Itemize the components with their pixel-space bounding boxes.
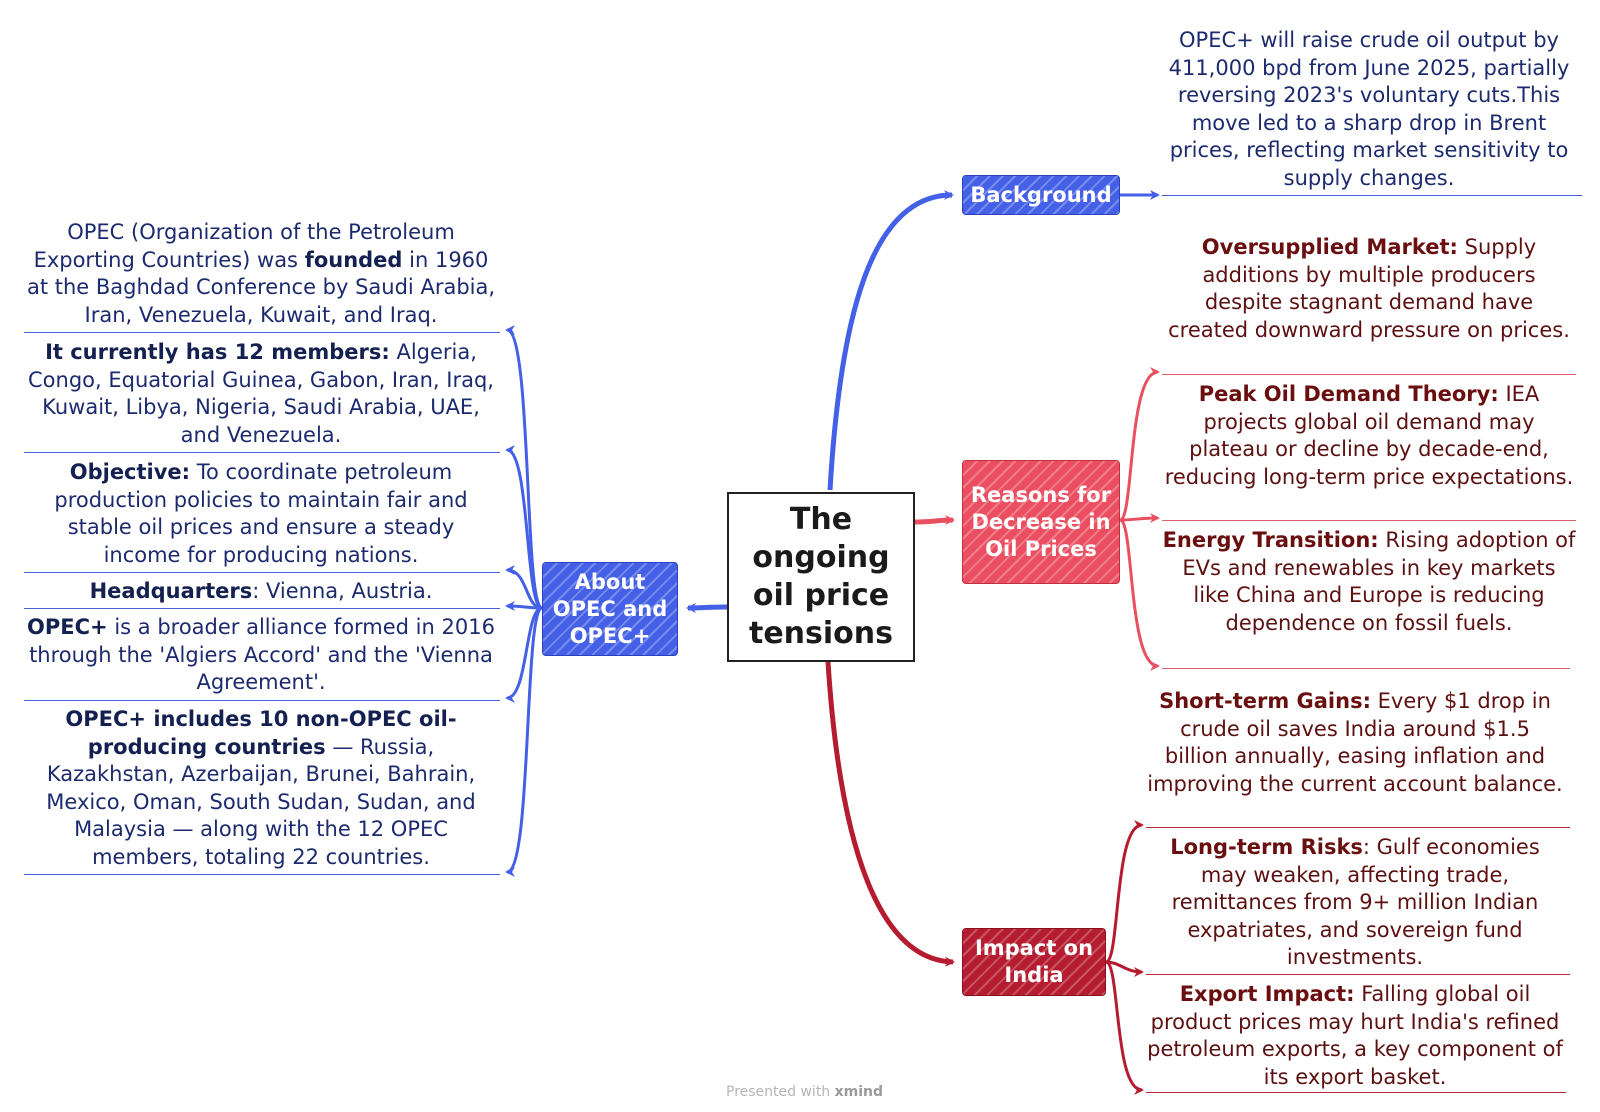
about-note-3-underline (24, 572, 500, 573)
impact-note-2-text: : Gulf economies may weaken, affecting t… (1171, 835, 1540, 969)
impact-note-3-underline (1146, 1092, 1566, 1093)
reasons-note-2-label: Peak Oil Demand Theory: (1198, 382, 1499, 406)
about-note-5-label: OPEC+ (27, 615, 108, 639)
link-reasons-3 (1118, 518, 1160, 671)
central-topic[interactable]: The ongoing oil price tensions (727, 492, 915, 662)
about-note-3: Objective: To coordinate petroleum produ… (26, 459, 496, 569)
impact-note-1: Short-term Gains: Every $1 drop in crude… (1146, 688, 1564, 798)
about-note-3-text: To coordinate petroleum production polic… (54, 460, 468, 567)
about-note-1-underline (24, 332, 500, 333)
about-note-2-label: It currently has 12 members: (45, 340, 390, 364)
impact-note-1-text: Every $1 drop in crude oil saves India a… (1147, 689, 1563, 796)
link-central-reasons (914, 515, 955, 526)
link-impact-3 (1105, 960, 1144, 1095)
impact-note-2-label: Long-term Risks (1170, 835, 1363, 859)
about-note-6: OPEC+ includes 10 non-OPEC oil-producing… (26, 706, 496, 871)
about-note-4: Headquarters: Vienna, Austria. (26, 578, 496, 606)
about-note-1-label: founded (304, 247, 403, 272)
background-note-underline (1162, 195, 1582, 196)
about-note-3-label: Objective: (69, 460, 191, 484)
impact-note-2: Long-term Risks: Gulf economies may weak… (1146, 834, 1564, 972)
link-about-2 (505, 445, 543, 610)
about-note-2-text: Algeria, Congo, Equatorial Guinea, Gabon… (28, 340, 494, 447)
link-impact-1 (1105, 820, 1144, 964)
topic-impact-label: Impact on India (974, 936, 1094, 987)
reasons-note-3-text: Rising adoption of EVs and renewables in… (1182, 528, 1576, 635)
about-note-4-text: : Vienna, Austria. (252, 579, 433, 603)
link-about-6 (505, 606, 544, 877)
about-note-2: It currently has 12 members: Algeria, Co… (26, 339, 496, 449)
topic-background-label: Background (970, 182, 1112, 207)
xmind-logo: xmind (834, 1084, 884, 1100)
reasons-note-1-label: Oversupplied Market: (1201, 235, 1458, 259)
about-note-5: OPEC+ is a broader alliance formed in 20… (26, 614, 496, 697)
about-note-1-pre: OPEC (Organization of the Petroleum Expo… (33, 220, 455, 272)
reasons-note-1: Oversupplied Market: Supply additions by… (1162, 234, 1576, 344)
footer-prefix: Presented with (726, 1084, 835, 1100)
topic-reasons[interactable]: Reasons for Decrease in Oil Prices (962, 460, 1120, 584)
topic-about[interactable]: About OPEC and OPEC+ (542, 562, 678, 656)
impact-note-3-text: Falling global oil product prices may hu… (1147, 982, 1563, 1089)
link-central-impact (825, 661, 955, 967)
topic-reasons-label: Reasons for Decrease in Oil Prices (970, 482, 1112, 561)
background-note: OPEC+ will raise crude oil output by 411… (1162, 27, 1576, 192)
about-note-6-text: — Russia, Kazakhstan, Azerbaijan, Brunei… (46, 734, 476, 869)
reasons-note-3-label: Energy Transition: (1162, 528, 1379, 552)
about-note-5-text: is a broader alliance formed in 2016 thr… (29, 615, 495, 694)
link-reasons-1 (1118, 367, 1160, 522)
impact-note-3-label: Export Impact: (1179, 982, 1355, 1006)
background-note-text: OPEC+ will raise crude oil output by 411… (1168, 28, 1570, 190)
about-note-2-underline (24, 452, 500, 453)
link-about-5 (505, 606, 543, 703)
impact-note-1-label: Short-term Gains: (1159, 689, 1371, 713)
reasons-note-2: Peak Oil Demand Theory: IEA projects glo… (1162, 381, 1576, 491)
central-title: The ongoing oil price tensions (748, 502, 893, 651)
reasons-note-3-underline (1162, 668, 1570, 669)
about-note-1-text: in 1960 at the Baghdad Conference by Sau… (26, 247, 496, 327)
about-note-6-label: OPEC+ includes 10 non-OPEC oil-producing… (65, 707, 457, 759)
topic-about-label: About OPEC and OPEC+ (552, 569, 668, 648)
about-note-5-underline (24, 700, 500, 701)
reasons-note-3: Energy Transition: Rising adoption of EV… (1162, 527, 1576, 637)
impact-note-3: Export Impact: Falling global oil produc… (1146, 981, 1564, 1091)
link-reasons-2 (1119, 513, 1160, 524)
topic-background[interactable]: Background (962, 175, 1120, 215)
reasons-note-2-text: IEA projects global oil demand may plate… (1164, 382, 1574, 489)
about-note-4-label: Headquarters (89, 579, 253, 603)
presented-with-footer: Presented with xmind (726, 1084, 883, 1100)
impact-note-1-underline (1146, 827, 1570, 828)
about-note-4-underline (24, 608, 500, 609)
reasons-note-1-text: Supply additions by multiple producers d… (1168, 235, 1570, 342)
link-about-1 (505, 325, 544, 610)
about-note-1: OPEC (Organization of the Petroleum Expo… (26, 219, 496, 329)
reasons-note-2-underline (1162, 520, 1576, 521)
link-central-background (827, 190, 954, 491)
link-impact-2 (1105, 960, 1144, 977)
link-central-about (686, 602, 728, 613)
about-note-6-underline (24, 874, 500, 875)
topic-impact[interactable]: Impact on India (962, 928, 1106, 996)
impact-note-2-underline (1146, 974, 1570, 975)
reasons-note-1-underline (1162, 374, 1576, 375)
